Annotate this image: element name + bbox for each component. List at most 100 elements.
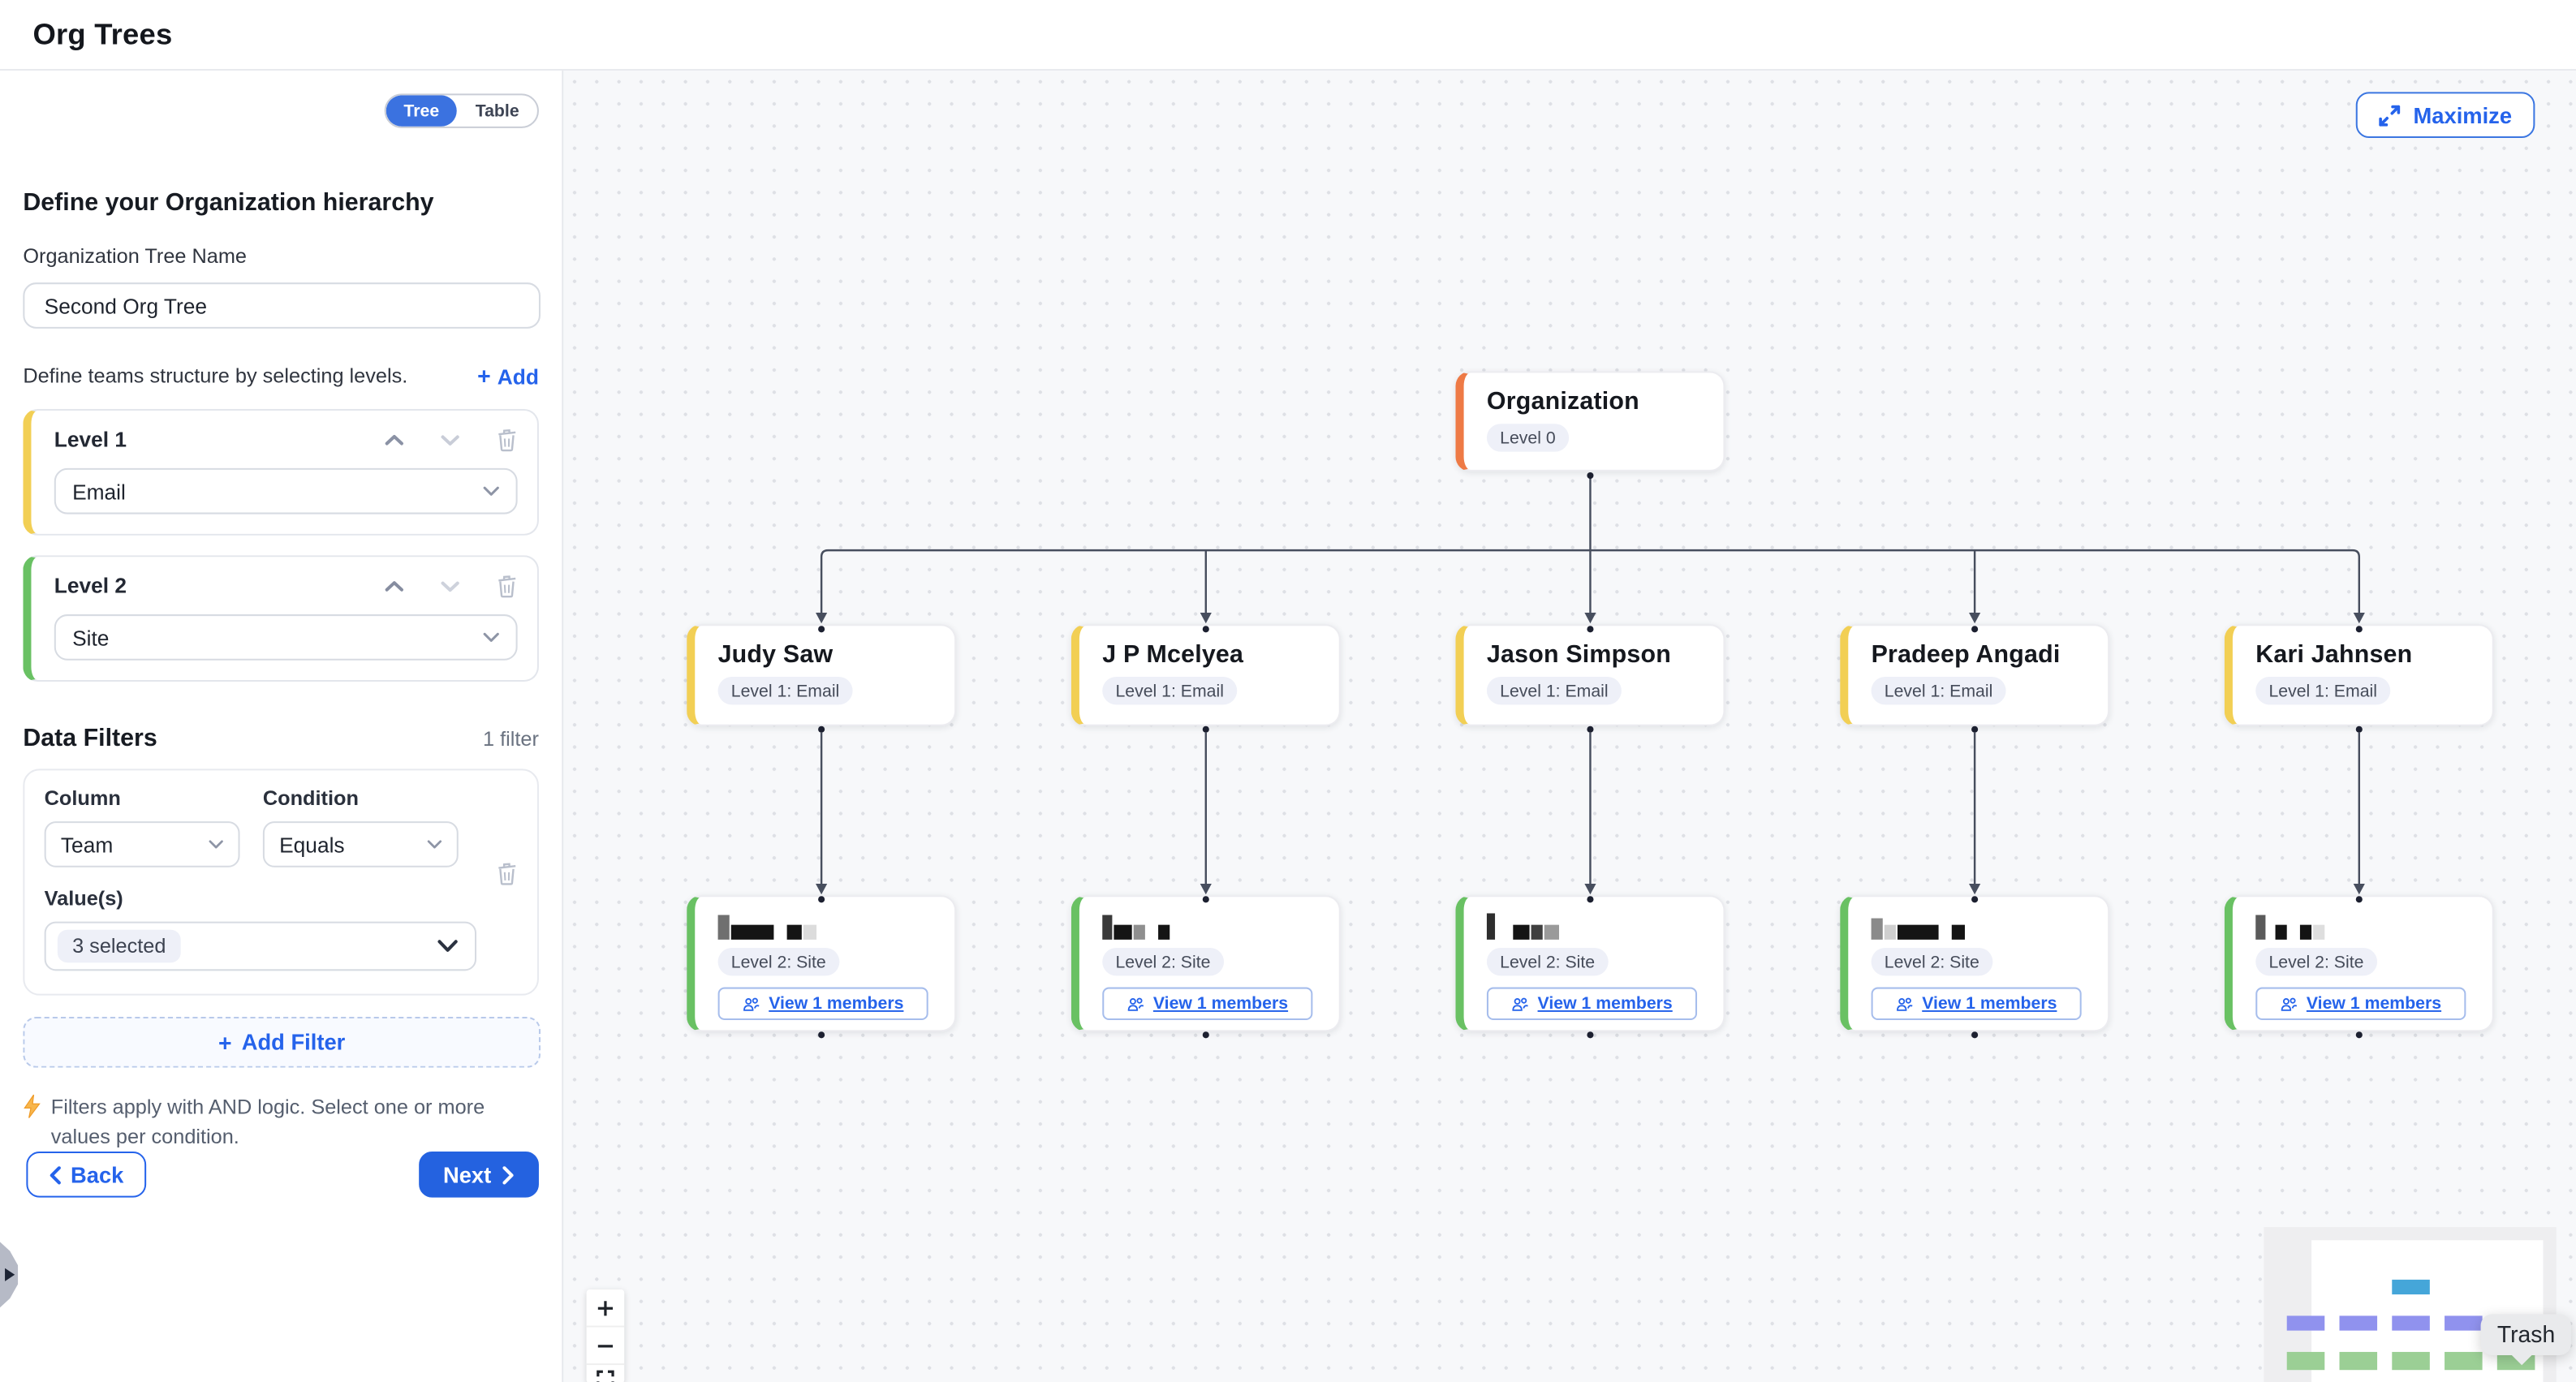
filter-condition-select[interactable]: Equals	[262, 821, 459, 868]
filter-card: Column Team Condition Equals	[23, 768, 539, 996]
org-node-level2[interactable]: Level 2: Site View 1 members	[1455, 895, 1725, 1032]
back-button[interactable]: Back	[26, 1151, 147, 1198]
view-members-button[interactable]: View 1 members	[1102, 987, 1313, 1021]
chevron-up-icon	[385, 434, 403, 445]
add-level-button[interactable]: + Add	[477, 363, 539, 390]
node-level-badge: Level 2: Site	[717, 947, 839, 976]
org-node-level1[interactable]: J P Mcelyea Level 1: Email	[1070, 624, 1341, 726]
plus-icon: +	[218, 1029, 232, 1056]
maximize-button[interactable]: Maximize	[2355, 92, 2535, 139]
chevron-down-icon	[441, 580, 459, 592]
org-node-level1[interactable]: Jason Simpson Level 1: Email	[1455, 624, 1725, 726]
node-title: Kari Jahnsen	[2255, 640, 2413, 669]
org-node-level2[interactable]: Level 2: Site View 1 members	[687, 895, 957, 1032]
delete-filter-button[interactable]	[496, 863, 517, 885]
chevron-right-icon	[502, 1165, 514, 1184]
minimap-node-level2	[2392, 1351, 2430, 1370]
move-up-button[interactable]	[385, 433, 404, 446]
add-filter-button[interactable]: + Add Filter	[23, 1016, 541, 1068]
trash-icon	[498, 428, 516, 451]
view-members-button[interactable]: View 1 members	[1871, 987, 2082, 1021]
minimap[interactable]	[2264, 1227, 2557, 1382]
expand-icon	[2379, 104, 2401, 126]
redacted-node-title	[1871, 913, 2091, 940]
users-icon	[1512, 997, 1528, 1010]
node-title: Organization	[1486, 387, 1639, 416]
node-level-badge: Level 1: Email	[1102, 676, 1238, 705]
org-node-level1[interactable]: Pradeep Angadi Level 1: Email	[1840, 624, 2110, 726]
toggle-tree[interactable]: Tree	[386, 95, 458, 127]
zoom-out-button[interactable]	[586, 1327, 625, 1366]
minimap-node-level2	[2286, 1351, 2325, 1370]
chevron-down-icon	[483, 632, 499, 642]
org-tree-canvas[interactable]: Maximize Organization Level 0 Judy Saw L…	[563, 71, 2576, 1382]
data-filters-title: Data Filters	[23, 724, 157, 753]
sidebar-heading: Define your Organization hierarchy	[23, 188, 434, 217]
move-up-button[interactable]	[385, 579, 404, 592]
org-node-level2[interactable]: Level 2: Site View 1 members	[1840, 895, 2110, 1032]
config-sidebar: Tree Table Define your Organization hier…	[0, 71, 564, 1382]
view-members-button[interactable]: View 1 members	[1486, 987, 1698, 1021]
redacted-node-title	[717, 913, 938, 940]
chevron-down-icon	[441, 434, 459, 445]
org-node-root[interactable]: Organization Level 0	[1455, 371, 1725, 471]
move-down-button[interactable]	[440, 433, 459, 446]
level-1-select[interactable]: Email	[54, 467, 518, 514]
tree-name-input[interactable]	[23, 282, 541, 329]
chevron-down-icon	[437, 940, 458, 952]
node-level-badge: Level 2: Site	[1871, 947, 1992, 976]
plus-icon: +	[477, 363, 491, 390]
fit-view-button[interactable]	[586, 1365, 625, 1382]
level-1-label: Level 1	[54, 427, 127, 452]
org-node-level1[interactable]: Kari Jahnsen Level 1: Email	[2224, 624, 2494, 726]
fit-view-icon	[597, 1370, 614, 1382]
node-title: Judy Saw	[717, 640, 834, 669]
condition-label: Condition	[262, 786, 359, 810]
org-node-level2[interactable]: Level 2: Site View 1 members	[2224, 895, 2494, 1032]
node-level-badge: Level 2: Site	[1102, 947, 1224, 976]
trash-icon	[498, 863, 516, 885]
sidebar-expand-handle[interactable]	[0, 1242, 19, 1308]
values-label: Value(s)	[44, 887, 123, 911]
level-1-card: Level 1 Email	[23, 409, 539, 536]
chevron-down-icon	[483, 486, 499, 496]
delete-level-button[interactable]	[496, 428, 517, 451]
filters-note: Filters apply with AND logic. Select one…	[23, 1092, 507, 1152]
node-level-badge: Level 1: Email	[1871, 676, 2006, 705]
level-2-label: Level 2	[54, 573, 127, 598]
view-members-button[interactable]: View 1 members	[717, 987, 928, 1021]
tree-connector-edges	[816, 471, 2365, 1039]
users-icon	[2281, 997, 2298, 1010]
org-node-level1[interactable]: Judy Saw Level 1: Email	[687, 624, 957, 726]
node-level-badge: Level 2: Site	[1486, 947, 1609, 976]
filter-values-select[interactable]: 3 selected	[44, 921, 477, 971]
page-title: Org Trees	[32, 17, 173, 50]
node-title: J P Mcelyea	[1102, 640, 1244, 669]
move-down-button[interactable]	[440, 579, 459, 592]
plus-icon	[597, 1300, 614, 1315]
minimap-node-level1	[2392, 1315, 2430, 1331]
toggle-table[interactable]: Table	[475, 101, 519, 121]
levels-description: Define teams structure by selecting leve…	[23, 364, 408, 388]
redacted-node-title	[1102, 913, 1322, 940]
node-level-badge: Level 1: Email	[717, 676, 853, 705]
minimap-node-root	[2392, 1279, 2430, 1295]
next-button[interactable]: Next	[418, 1151, 539, 1198]
delete-level-button[interactable]	[496, 574, 517, 597]
filter-column-select[interactable]: Team	[44, 821, 240, 868]
minimap-node-level1	[2445, 1315, 2483, 1331]
filter-count: 1 filter	[483, 727, 539, 751]
trash-tooltip: Trash	[2480, 1314, 2572, 1366]
node-level-badge: Level 0	[1486, 424, 1569, 452]
tree-name-label: Organization Tree Name	[23, 244, 248, 268]
redacted-node-title	[1486, 913, 1707, 940]
page-header: Org Trees	[0, 0, 2576, 71]
org-node-level2[interactable]: Level 2: Site View 1 members	[1070, 895, 1341, 1032]
view-members-button[interactable]: View 1 members	[2255, 987, 2466, 1021]
lightning-icon	[24, 1094, 41, 1118]
zoom-in-button[interactable]	[586, 1289, 625, 1328]
node-title: Pradeep Angadi	[1871, 640, 2061, 669]
level-2-select[interactable]: Site	[54, 614, 518, 661]
redacted-node-title	[2255, 913, 2475, 940]
